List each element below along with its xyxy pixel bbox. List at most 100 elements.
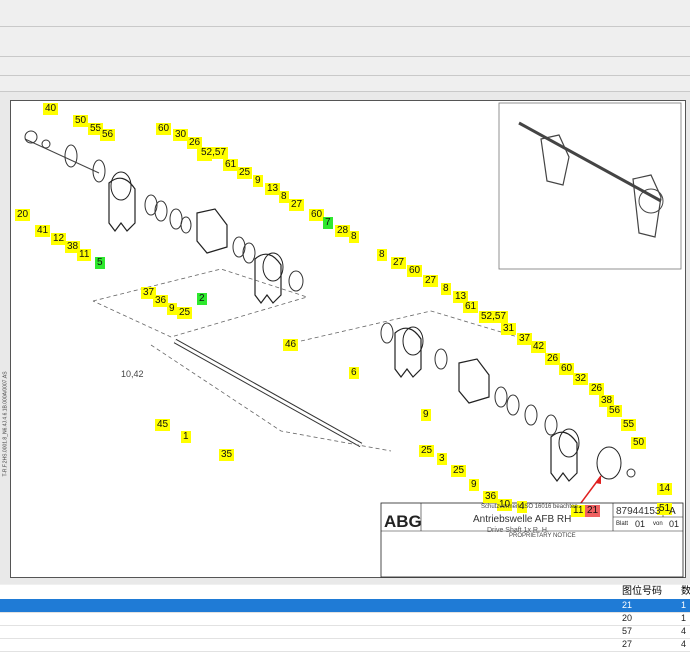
title-en: Drive Shaft 1x R. H. [487, 527, 549, 534]
callout-11[interactable]: 11 [77, 249, 92, 261]
callout-20[interactable]: 20 [15, 209, 31, 221]
side-code: T-R.F.2HS.0001.8_N6.4J.4.6.1B.000A/0007.… [2, 371, 9, 477]
callout-27[interactable]: 27 [391, 257, 407, 269]
callout-12[interactable]: 12 [51, 233, 67, 245]
table-row[interactable]: 57 4 [0, 625, 690, 639]
cell-qty: 1 [681, 613, 687, 623]
callout-8[interactable]: 8 [441, 283, 451, 295]
drawing-sheet: 405055566030262652,576125913827607288204… [3, 100, 686, 578]
callout-9[interactable]: 9 [421, 409, 431, 421]
col-header-position[interactable]: 图位号码 [622, 586, 662, 597]
callout-50[interactable]: 50 [631, 437, 647, 449]
callout-37[interactable]: 37 [517, 333, 533, 345]
cell-position: 27 [622, 639, 633, 649]
callout-60[interactable]: 60 [559, 363, 575, 375]
title-de: Antriebswelle AFB RH [473, 514, 572, 525]
callout-25[interactable]: 25 [237, 167, 253, 179]
callout-56[interactable]: 56 [607, 405, 623, 417]
callout-25[interactable]: 25 [419, 445, 435, 457]
callout-51[interactable]: 51 [657, 503, 673, 515]
callout-26[interactable]: 26 [589, 383, 605, 395]
callout-7[interactable]: 7 [323, 217, 333, 229]
table-row[interactable]: 21 1 [0, 599, 690, 613]
cell-qty: 4 [681, 626, 687, 636]
toolbar-row-1 [0, 0, 690, 27]
abg-logo: ABG [384, 512, 422, 531]
callout-52-57[interactable]: 52,57 [479, 311, 509, 323]
callout-36[interactable]: 36 [153, 295, 169, 307]
callout-26[interactable]: 26 [545, 353, 561, 365]
callout-6[interactable]: 6 [349, 367, 359, 379]
table-row[interactable]: 27 4 [0, 638, 690, 652]
cell-qty: 1 [681, 600, 687, 610]
callout-41[interactable]: 41 [35, 225, 51, 237]
callout-31[interactable]: 31 [501, 323, 517, 335]
callout-10[interactable]: 10 [497, 499, 513, 511]
callout-42[interactable]: 42 [531, 341, 547, 353]
callout-61[interactable]: 61 [463, 301, 479, 313]
callout-9[interactable]: 9 [167, 303, 177, 315]
callout-9[interactable]: 9 [469, 479, 479, 491]
exploded-view-drawing [24, 102, 684, 578]
proprietary-notice: PROPRIETARY NOTICE [509, 533, 576, 539]
callout-45[interactable]: 45 [155, 419, 171, 431]
callout-60[interactable]: 60 [407, 265, 423, 277]
header-note: Schutzvermerk ISO 16016 beachten [481, 504, 578, 510]
callout-28[interactable]: 28 [335, 225, 351, 237]
doc-number: 87944153 [616, 506, 661, 517]
callout-9[interactable]: 9 [253, 175, 263, 187]
callout-52-57[interactable]: 52,57 [199, 147, 229, 159]
callout-30[interactable]: 30 [173, 129, 189, 141]
parts-grid[interactable]: 图位号码 数 21 1 20 1 57 4 27 4 [0, 585, 690, 653]
plain-label: 10,42 [121, 369, 144, 379]
callout-60[interactable]: 60 [309, 209, 325, 221]
toolbar-row-4 [0, 76, 690, 92]
callout-46[interactable]: 46 [283, 339, 299, 351]
callout-11[interactable]: 11 [571, 505, 586, 517]
callout-38[interactable]: 38 [65, 241, 81, 253]
callout-50[interactable]: 50 [73, 115, 89, 127]
sheet-number: 01 [635, 519, 646, 529]
sheet-count: 01 [669, 519, 680, 529]
table-row[interactable]: 20 1 [0, 612, 690, 626]
callout-8[interactable]: 8 [349, 231, 359, 243]
callout-38[interactable]: 38 [599, 395, 615, 407]
toolbar-row-2 [0, 27, 690, 57]
drawing-viewer[interactable]: 405055566030262652,576125913827607288204… [0, 92, 690, 584]
callout-3[interactable]: 3 [437, 453, 447, 465]
cell-position: 57 [622, 626, 633, 636]
callout-21[interactable]: 21 [585, 505, 601, 517]
callout-37[interactable]: 37 [141, 287, 157, 299]
callout-8[interactable]: 8 [279, 191, 289, 203]
callout-1[interactable]: 1 [181, 431, 191, 443]
callout-40[interactable]: 40 [43, 103, 59, 115]
callout-36[interactable]: 36 [483, 491, 499, 503]
callout-61[interactable]: 61 [223, 159, 239, 171]
col-header-qty[interactable]: 数 [681, 586, 690, 597]
callout-4[interactable]: 4 [517, 501, 527, 513]
of-label: von [653, 521, 663, 527]
callout-27[interactable]: 27 [423, 275, 439, 287]
callout-55[interactable]: 55 [621, 419, 637, 431]
callout-35[interactable]: 35 [219, 449, 235, 461]
revision: A [669, 506, 676, 517]
callout-5[interactable]: 5 [95, 257, 105, 269]
callout-2[interactable]: 2 [197, 293, 207, 305]
callout-60[interactable]: 60 [156, 123, 172, 135]
callout-56[interactable]: 56 [100, 129, 116, 141]
callout-13[interactable]: 13 [453, 291, 469, 303]
cell-qty: 4 [681, 639, 687, 649]
callout-8[interactable]: 8 [377, 249, 387, 261]
cell-position: 20 [622, 613, 633, 623]
callout-25[interactable]: 25 [177, 307, 193, 319]
callout-26[interactable]: 26 [187, 137, 203, 149]
callout-32[interactable]: 32 [573, 373, 589, 385]
sheet-label: Blatt [616, 521, 629, 527]
callout-14[interactable]: 14 [657, 483, 673, 495]
callout-25[interactable]: 25 [451, 465, 467, 477]
callout-13[interactable]: 13 [265, 183, 281, 195]
callout-27[interactable]: 27 [289, 199, 305, 211]
toolbar-row-3 [0, 57, 690, 76]
cell-position: 21 [622, 600, 633, 610]
callout-55[interactable]: 55 [88, 123, 104, 135]
